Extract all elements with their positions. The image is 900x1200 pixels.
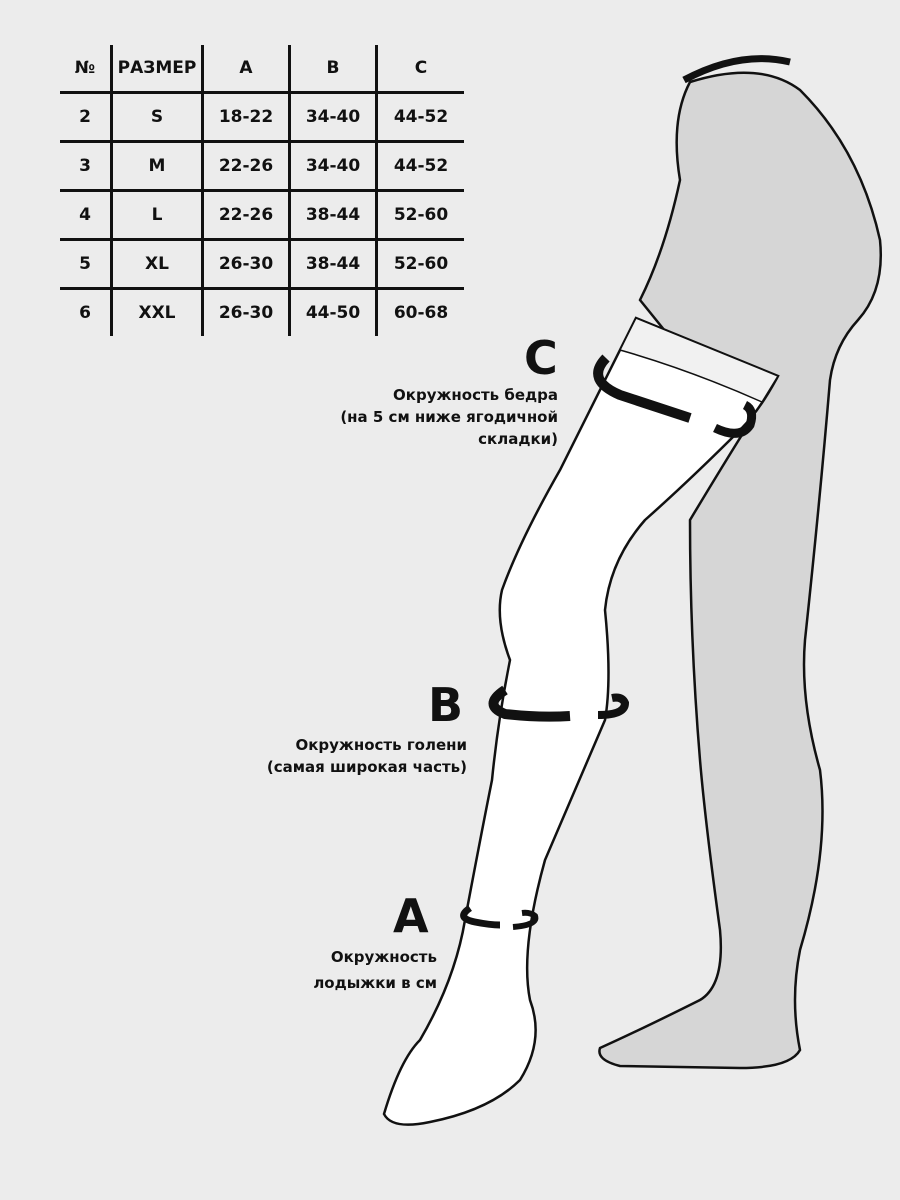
- cell-number: 3: [60, 141, 113, 192]
- cell-size: L: [111, 190, 204, 241]
- cell-size: XXL: [111, 288, 204, 336]
- header-a: A: [202, 45, 291, 94]
- label-a-line2: лодыжки в см: [313, 974, 437, 992]
- measure-a-arc-end: [512, 909, 539, 930]
- thigh-band: [618, 317, 780, 403]
- label-a-letter: A: [393, 889, 429, 943]
- label-a-text: Окружность лодыжки в см: [313, 944, 437, 996]
- cell-number: 5: [60, 239, 113, 290]
- cell-b: 34-40: [289, 92, 378, 143]
- measure-c-arc-end: [713, 400, 757, 438]
- label-b-line1: Окружность голени: [295, 736, 467, 754]
- label-a-line1: Окружность: [330, 948, 437, 966]
- cell-number: 2: [60, 92, 113, 143]
- label-c-letter: C: [524, 331, 558, 385]
- table-header-row: № РАЗМЕР A B C: [60, 45, 464, 94]
- measure-b-arc-end: [597, 693, 630, 719]
- cell-c: 60-68: [393, 303, 449, 323]
- cell-c: 44-52: [376, 141, 464, 192]
- cell-number: 6: [60, 288, 113, 336]
- label-b-letter: B: [428, 678, 464, 732]
- cell-size: S: [111, 92, 204, 143]
- cell-a: 18-22: [202, 92, 291, 143]
- header-c: C: [376, 45, 464, 94]
- cell-a: 26-30: [202, 239, 291, 290]
- label-b-text: Окружность голени (самая широкая часть): [267, 734, 467, 778]
- cell-a: 22-26: [202, 190, 291, 241]
- label-c-line2: (на 5 см ниже ягодичной: [340, 408, 558, 426]
- cell-size: M: [111, 141, 204, 192]
- label-c-line3: складки): [478, 430, 558, 448]
- cell-b: 38-44: [289, 190, 378, 241]
- cell-c: 52-60: [376, 190, 464, 241]
- label-c-line1: Окружность бедра: [393, 386, 558, 404]
- cell-b: 38-44: [289, 239, 378, 290]
- cell-a: 26-30: [202, 288, 291, 336]
- cell-c: 52-60: [376, 239, 464, 290]
- measure-b-arc: [488, 685, 571, 722]
- cell-a: 22-26: [202, 141, 291, 192]
- waistband-mark: [682, 55, 791, 84]
- header-size: РАЗМЕР: [111, 45, 204, 94]
- cell-size: XL: [111, 239, 204, 290]
- header-number: №: [60, 45, 113, 94]
- cell-c: 44-52: [376, 92, 464, 143]
- measure-c-arc: [593, 354, 692, 423]
- cell-number: 4: [60, 190, 113, 241]
- label-b-line2: (самая широкая часть): [266, 758, 467, 776]
- header-b: B: [289, 45, 378, 94]
- cell-b: 44-50: [289, 288, 378, 336]
- body-back-leg: [598, 71, 882, 1070]
- measure-a-arc: [460, 905, 501, 929]
- cell-b: 34-40: [289, 141, 378, 192]
- label-c-text: Окружность бедра (на 5 см ниже ягодичной…: [340, 384, 558, 450]
